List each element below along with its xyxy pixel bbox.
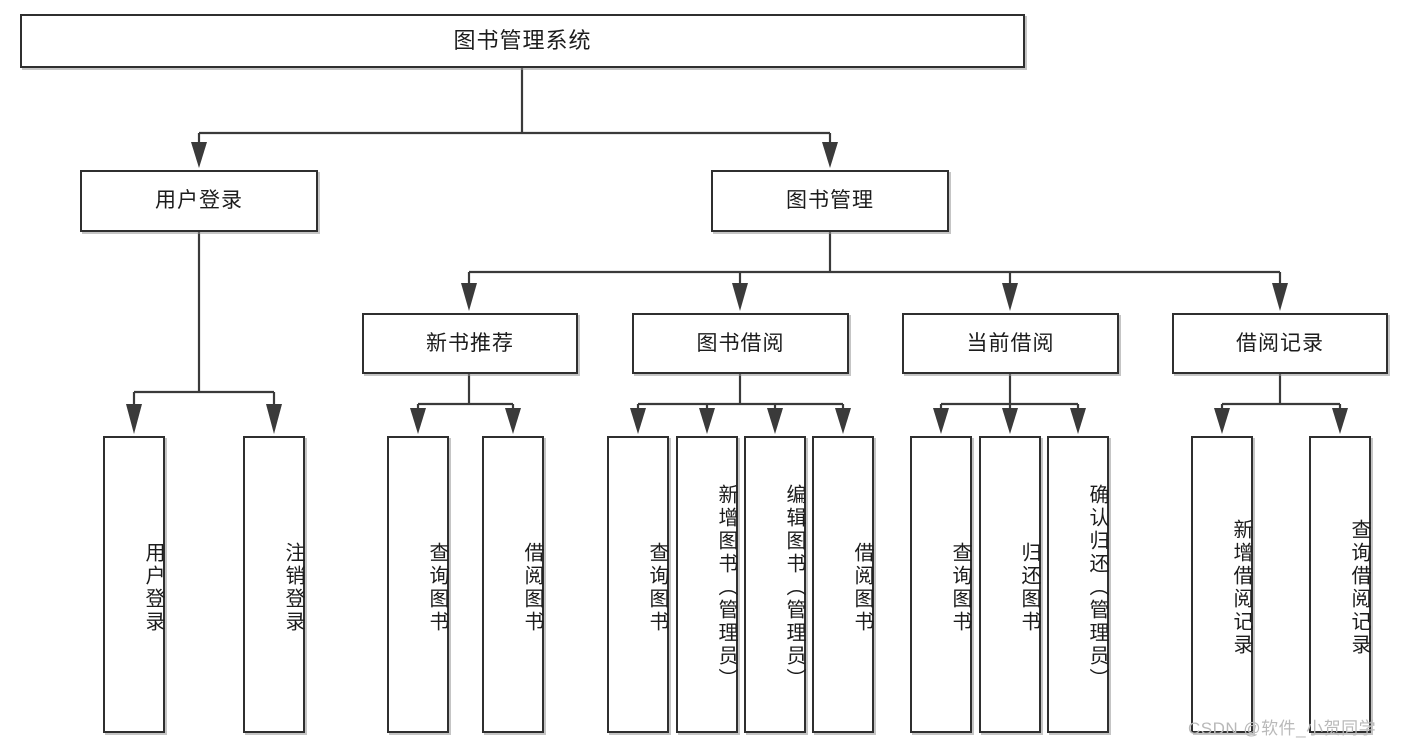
node-current-borrowing[interactable]: 当前借阅	[902, 313, 1119, 374]
leaf-edit-book-admin[interactable]: 编辑图书（管理员）	[744, 436, 806, 733]
node-label: 借阅记录	[1236, 331, 1324, 355]
node-label: 图书借阅	[696, 331, 785, 355]
leaf-borrow-book[interactable]: 借阅图书	[812, 436, 874, 733]
node-label: 查询借阅记录	[1348, 518, 1370, 657]
node-label: 借阅图书	[521, 541, 543, 634]
node-label: 确认归还（管理员）	[1086, 484, 1108, 691]
leaf-return-book[interactable]: 归还图书	[979, 436, 1041, 733]
node-new-book-recommendation[interactable]: 新书推荐	[362, 313, 578, 374]
node-label: 当前借阅	[966, 331, 1055, 355]
node-user-login[interactable]: 用户登录	[80, 170, 318, 232]
node-label: 查询图书	[949, 541, 971, 634]
leaf-query-borrow-record[interactable]: 查询借阅记录	[1309, 436, 1371, 733]
leaf-query-book-borrow[interactable]: 查询图书	[607, 436, 669, 733]
leaf-confirm-return-admin[interactable]: 确认归还（管理员）	[1047, 436, 1109, 733]
leaf-user-login[interactable]: 用户登录	[103, 436, 165, 733]
leaf-add-borrow-record[interactable]: 新增借阅记录	[1191, 436, 1253, 733]
node-label: 用户登录	[142, 541, 164, 634]
node-label: 查询图书	[646, 541, 668, 634]
csdn-watermark: CSDN @软件_小贺同学	[1188, 719, 1377, 738]
leaf-borrow-book-recommend[interactable]: 借阅图书	[482, 436, 544, 733]
leaf-logout[interactable]: 注销登录	[243, 436, 305, 733]
node-label: 借阅图书	[851, 541, 873, 634]
node-label: 新增借阅记录	[1230, 518, 1252, 657]
node-label: 图书管理系统	[453, 27, 592, 53]
node-root-book-management-system[interactable]: 图书管理系统	[20, 14, 1025, 68]
node-label: 归还图书	[1018, 541, 1040, 634]
node-book-borrowing[interactable]: 图书借阅	[632, 313, 849, 374]
node-label: 查询图书	[426, 541, 448, 634]
node-borrowing-record[interactable]: 借阅记录	[1172, 313, 1388, 374]
node-label: 图书管理	[786, 189, 874, 213]
leaf-query-book-current[interactable]: 查询图书	[910, 436, 972, 733]
node-label: 用户登录	[155, 189, 243, 213]
node-label: 编辑图书（管理员）	[783, 484, 805, 691]
leaf-query-book-recommend[interactable]: 查询图书	[387, 436, 449, 733]
node-label: 新书推荐	[426, 331, 514, 355]
node-label: 注销登录	[282, 541, 304, 634]
leaf-add-book-admin[interactable]: 新增图书（管理员）	[676, 436, 738, 733]
node-book-management[interactable]: 图书管理	[711, 170, 949, 232]
node-label: 新增图书（管理员）	[715, 484, 737, 691]
